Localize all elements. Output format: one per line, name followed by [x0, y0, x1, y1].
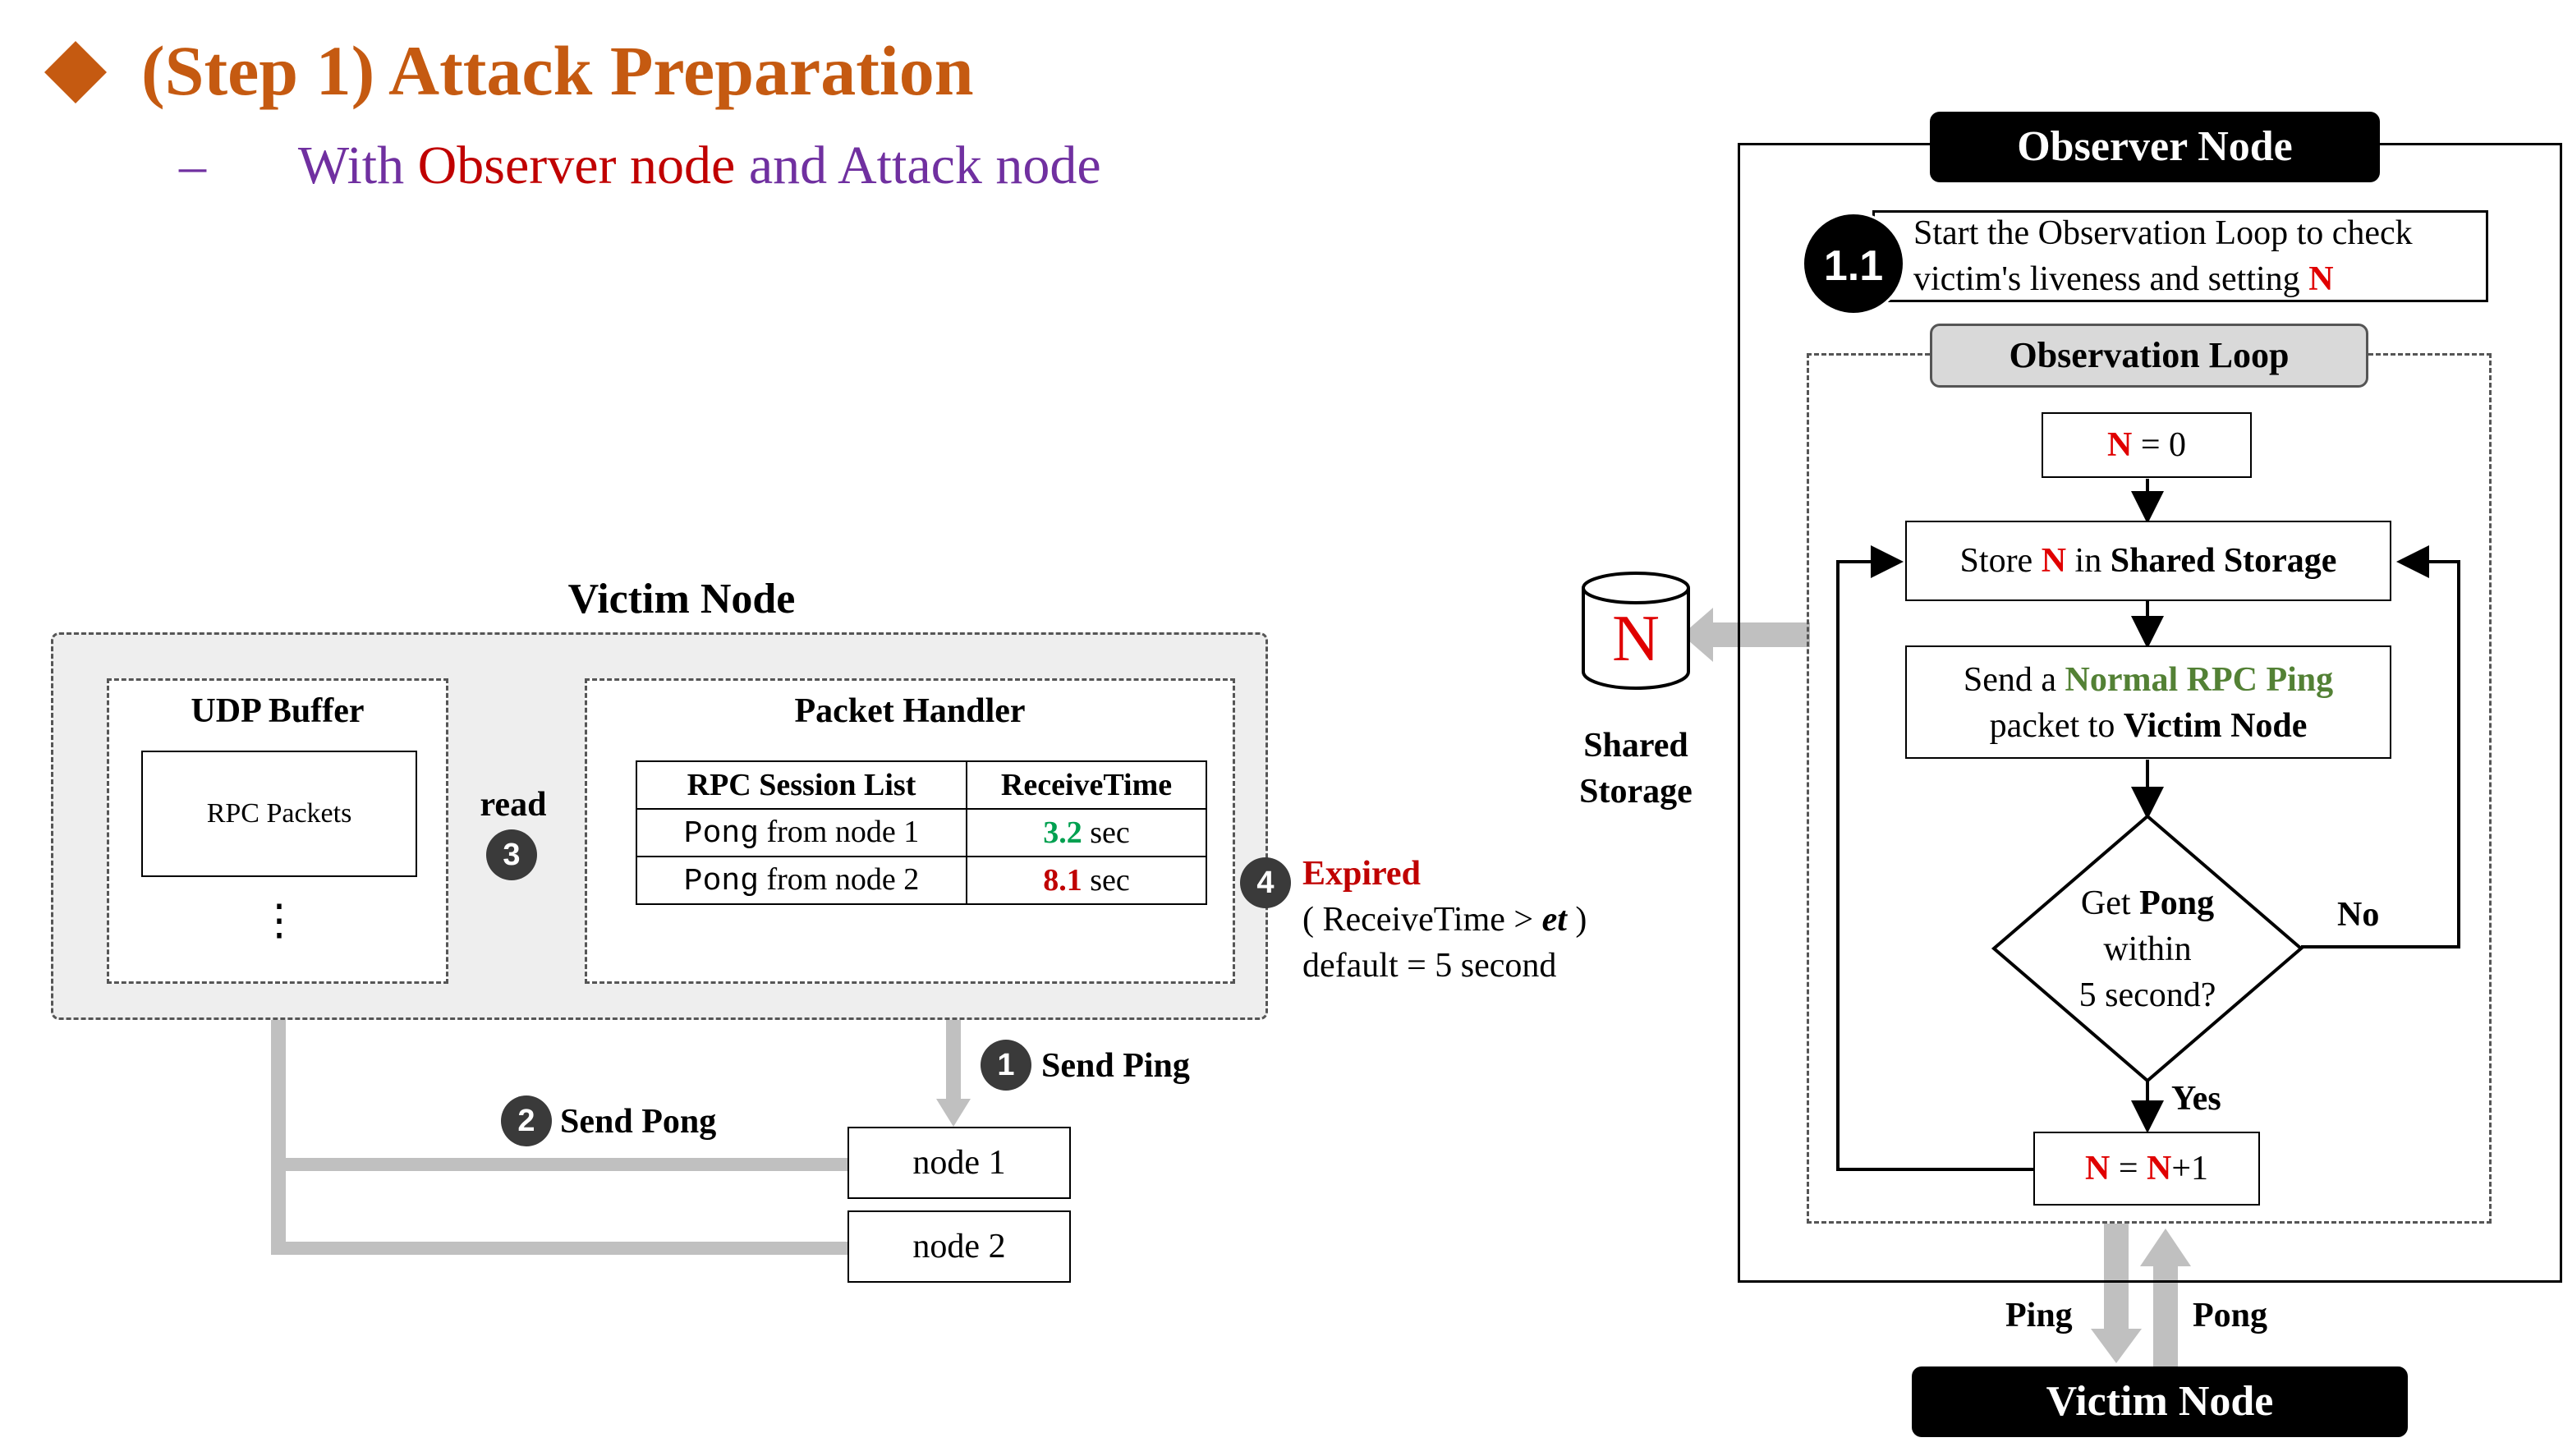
receive-time-cell: 3.2 sec [966, 808, 1207, 857]
victim-node-bar: Victim Node [1912, 1366, 2408, 1437]
step-2-badge: 2 [501, 1095, 552, 1146]
subtitle-and: and [748, 135, 828, 195]
diamond-bullet-icon [44, 41, 107, 103]
send-pong-label: Send Pong [560, 1103, 717, 1141]
send-pong-arrow [260, 984, 847, 1255]
flow-arrows [1836, 479, 2460, 1171]
store-arrow [1682, 608, 1810, 662]
step-1-1-box [1872, 210, 2488, 302]
decision-text: Get Pong within 5 second? [2078, 884, 2216, 1014]
observation-loop-title: Observation Loop [1930, 324, 2368, 388]
subtitle-dash: – [179, 135, 206, 195]
store-n-box: Store N in Shared Storage [1905, 521, 2391, 601]
session-cell: Pong from node 2 [636, 856, 967, 905]
decision-diamond [1991, 814, 2304, 1083]
table-row: Pong from node 2 8.1 sec [636, 856, 1207, 905]
col-receive-time: ReceiveTime [966, 760, 1207, 810]
expired-condition: ( ReceiveTime > et ) [1302, 901, 1587, 939]
victim-node-title: Victim Node [567, 576, 796, 622]
rpc-packets-box: RPC Packets [141, 751, 417, 877]
step-1-1-badge: 1.1 [1802, 212, 1905, 315]
node-1-box: node 1 [847, 1127, 1071, 1199]
observation-loop-container [1807, 353, 2492, 1224]
send-ping-box: Send a Normal RPC Ping packet to Victim … [1905, 645, 2391, 759]
step-3-badge: 3 [486, 829, 537, 880]
page-title: (Step 1) Attack Preparation [141, 31, 974, 110]
expired-label: Expired [1302, 855, 1421, 893]
udp-buffer-title: UDP Buffer [191, 692, 365, 730]
send-ping-arrow [936, 1020, 971, 1127]
storage-letter: N [1612, 603, 1660, 675]
subtitle-observer: Observer node [417, 135, 736, 195]
table-row: Pong from node 1 3.2 sec [636, 808, 1207, 857]
table-header-row: RPC Session List ReceiveTime [636, 760, 1207, 810]
n-init-box: N = 0 [2042, 412, 2252, 478]
packet-handler-title: Packet Handler [794, 692, 1026, 730]
expired-default: default = 5 second [1302, 947, 1557, 985]
ping-label: Ping [2005, 1297, 2073, 1334]
send-ping-label: Send Ping [1041, 1047, 1190, 1085]
step-1-1-text: Start the Observation Loop to check vict… [1913, 214, 2413, 298]
receive-time-cell: 8.1 sec [966, 856, 1207, 905]
read-label: read [480, 786, 547, 824]
col-session-list: RPC Session List [636, 760, 967, 810]
yes-label: Yes [2171, 1080, 2221, 1118]
shared-storage-label: Shared Storage [1579, 727, 1693, 811]
rpc-session-table: RPC Session List ReceiveTime Pong from n… [636, 760, 1207, 905]
shared-storage-cylinder-icon [1582, 572, 1690, 690]
session-cell: Pong from node 1 [636, 808, 967, 857]
pong-label: Pong [2193, 1297, 2268, 1334]
step-4-badge: 4 [1240, 857, 1291, 908]
no-label: No [2337, 896, 2380, 934]
subtitle: – With Observer node and Attack node [179, 131, 1101, 200]
observer-node-title: Observer Node [1930, 112, 2380, 182]
subtitle-attack: Attack node [837, 135, 1101, 195]
step-1-badge: 1 [981, 1040, 1031, 1091]
n-increment-box: N = N+1 [2033, 1132, 2260, 1206]
subtitle-with: With [297, 135, 405, 195]
node-2-box: node 2 [847, 1210, 1071, 1283]
more-packets-dots: ⋮ [258, 898, 301, 944]
